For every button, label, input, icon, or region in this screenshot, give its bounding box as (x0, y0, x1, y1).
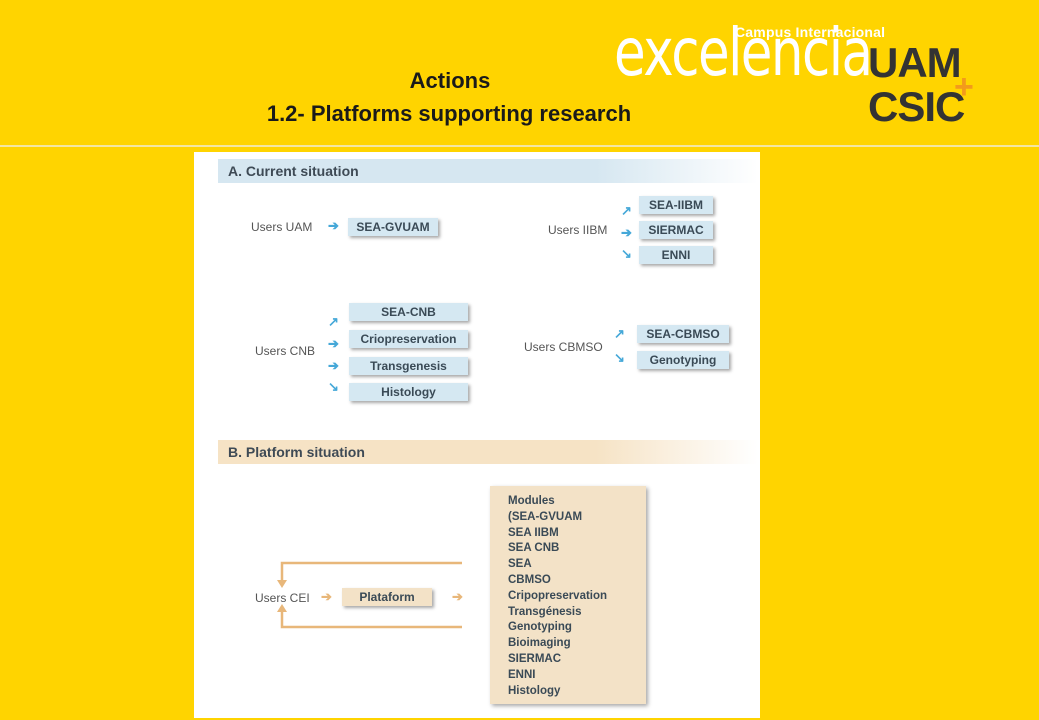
arrow-up-right-icon: ↗ (328, 314, 339, 329)
arrow-down-right-icon: ↘ (614, 350, 625, 365)
module-item: SIERMAC (508, 652, 562, 665)
box-siermac: SIERMAC (639, 221, 713, 239)
box-genotyping: Genotyping (637, 351, 729, 369)
arrow-up-right-icon: ↗ (621, 203, 632, 218)
module-item: CBMSO (508, 573, 551, 586)
arrow-right-icon: ➔ (321, 589, 332, 604)
box-plataform: Plataform (342, 588, 432, 606)
slide-header (0, 0, 1039, 145)
module-item: Bioimaging (508, 637, 571, 650)
box-transgenesis: Transgenesis (349, 357, 468, 375)
users-cei-label: Users CEI (255, 591, 310, 605)
logo-plus-icon: + (954, 68, 974, 106)
arrow-right-icon: ➔ (328, 336, 339, 351)
users-cnb-label: Users CNB (255, 344, 316, 358)
logo-bar (733, 26, 736, 72)
section-b-heading: B. Platform situation (218, 440, 758, 464)
arrow-right-icon: ➔ (328, 358, 339, 373)
box-sea-cnb: SEA-CNB (349, 303, 468, 321)
header-divider (0, 145, 1039, 147)
feedback-loop-icon (277, 561, 462, 629)
logo-uam-text: UAM (868, 39, 962, 86)
logo-csic-text: CSIC (868, 83, 965, 130)
module-item: (SEA-GVUAM (508, 510, 583, 523)
box-enni: ENNI (639, 246, 713, 264)
logo-campus-text: Campus Internacional (735, 24, 886, 40)
logo-excelencia-text: excelencia (614, 14, 873, 91)
arrow-down-right-icon: ↘ (621, 246, 632, 261)
arrow-right-icon: ➔ (452, 589, 463, 604)
box-sea-gvuam: SEA-GVUAM (348, 218, 438, 236)
diagram-panel: A. Current situation Users UAM ➔ SEA-GVU… (194, 152, 760, 718)
module-item: ENNI (508, 668, 536, 681)
module-item: Genotyping (508, 621, 572, 634)
arrow-down-right-icon: ↘ (328, 379, 339, 394)
slide-subtitle: 1.2- Platforms supporting research (266, 101, 632, 126)
module-item: Cripopreservation (508, 589, 608, 602)
module-item: Histology (508, 684, 561, 697)
box-sea-cbmso: SEA-CBMSO (637, 325, 729, 343)
modules-box: Modules (SEA-GVUAM SEA IIBM SEA CNB SEA … (490, 486, 646, 704)
users-cbmso-label: Users CBMSO (524, 340, 603, 354)
module-item: SEA IIBM (508, 526, 559, 539)
arrow-right-icon: ➔ (328, 218, 339, 233)
module-item: SEA CNB (508, 542, 560, 555)
slide-title: Actions (409, 68, 491, 93)
users-uam-label: Users UAM (251, 220, 313, 234)
arrow-right-icon: ➔ (621, 225, 632, 240)
box-sea-iibm: SEA-IIBM (639, 196, 713, 214)
box-criopreservation: Criopreservation (349, 330, 468, 348)
users-iibm-label: Users IIBM (548, 223, 608, 237)
box-histology: Histology (349, 383, 468, 401)
module-item: Modules (508, 495, 555, 507)
module-item: SEA (508, 558, 532, 571)
arrow-up-right-icon: ↗ (614, 326, 625, 341)
section-a-heading: A. Current situation (218, 159, 758, 183)
module-item: Transgénesis (508, 605, 582, 618)
